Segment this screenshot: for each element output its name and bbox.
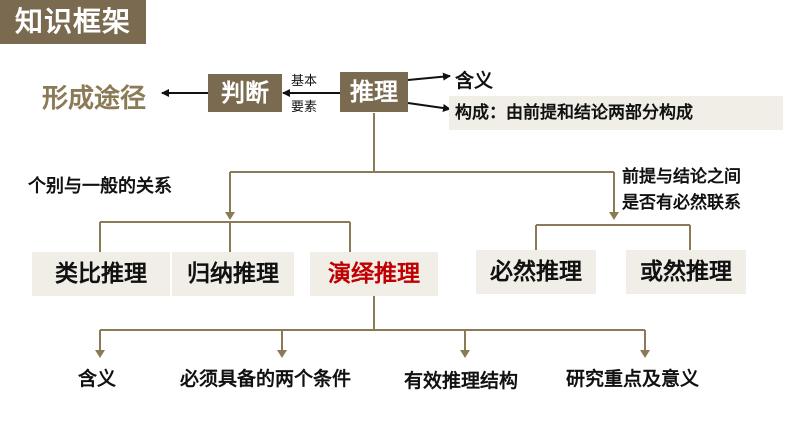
valid-structure-label: 有效推理结构: [404, 370, 519, 392]
page-title: 知识框架: [0, 0, 146, 44]
analogy-reasoning-box: 类比推理: [32, 252, 170, 296]
composition-box: 构成：由前提和结论两部分构成: [449, 96, 783, 130]
induction-reasoning-box: 归纳推理: [172, 252, 294, 296]
probable-reasoning-box: 或然推理: [626, 250, 746, 294]
necessity-label-line1: 前提与结论之间: [622, 167, 741, 187]
deduction-reasoning-box: 演绎推理: [310, 252, 438, 296]
relation-label: 个别与一般的关系: [28, 176, 172, 197]
necessity-label-line2: 是否有必然联系: [622, 193, 741, 213]
basic-label-line2: 要素: [291, 100, 318, 115]
meaning-top-label: 含义: [455, 70, 494, 92]
judgment-box: 判断: [208, 74, 282, 112]
reasoning-box: 推理: [340, 72, 408, 112]
deduction-meaning-label: 含义: [78, 368, 117, 390]
formation-path-label: 形成途径: [42, 84, 147, 114]
arrow-to-composition: [407, 102, 451, 112]
research-focus-label: 研究重点及意义: [566, 368, 700, 390]
two-conditions-label: 必须具备的两个条件: [180, 368, 352, 390]
basic-label-line1: 基本: [291, 74, 318, 89]
arrow-to-meaning: [407, 72, 451, 81]
necessary-reasoning-box: 必然推理: [476, 250, 596, 294]
